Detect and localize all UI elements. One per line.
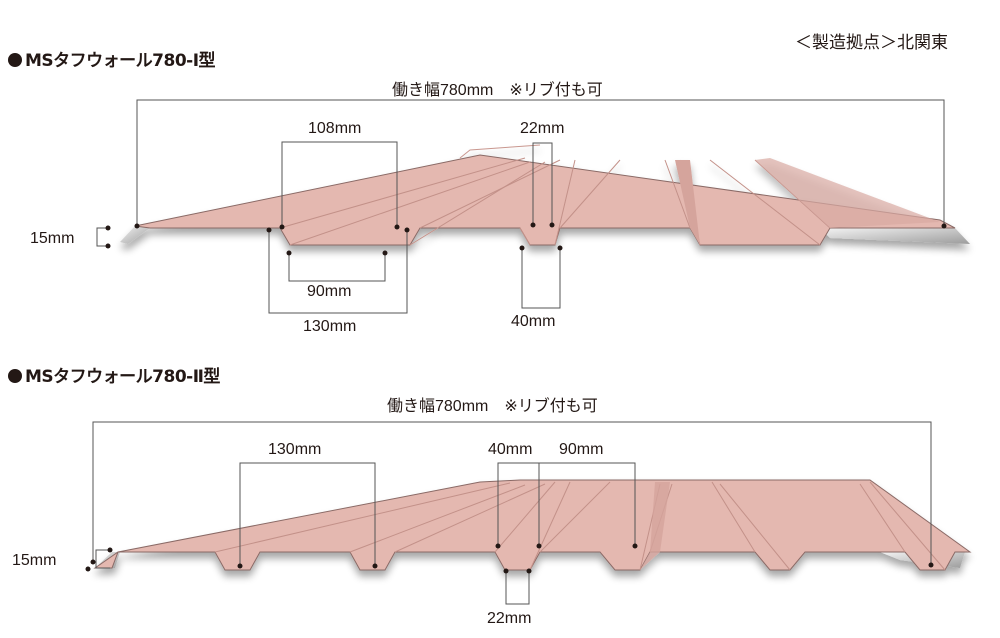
- diagram-2-dimension-points: [85, 543, 934, 574]
- dim-flat-width-90: 90mm: [559, 441, 604, 458]
- diagram-2-working-width: 働き幅780mm ※リブ付も可: [387, 398, 598, 415]
- diagram-2-dimension-lines: [92, 421, 932, 605]
- diagram-1-dimension-lines: [96, 99, 945, 314]
- dim-rib-bottom-90: 90mm: [307, 283, 352, 300]
- diagram-1-title-text: MSタフウォール780-Ⅰ型: [25, 51, 216, 71]
- dim-pitch-130: 130mm: [303, 318, 357, 335]
- bullet-icon: [8, 53, 22, 67]
- diagram-2-title: MSタフウォール780-Ⅱ型: [8, 362, 220, 387]
- dim-pitch-130: 130mm: [268, 441, 322, 458]
- diagram-1-title: MSタフウォール780-Ⅰ型: [8, 46, 216, 71]
- dim-small-rib-bottom-40: 40mm: [511, 313, 556, 330]
- dim-height-15: 15mm: [12, 552, 57, 569]
- diagram-2-title-text: MSタフウォール780-Ⅱ型: [25, 367, 220, 387]
- dim-rib-bottom-22: 22mm: [487, 610, 532, 627]
- dim-small-rib-top-22: 22mm: [520, 120, 565, 137]
- diagram-1-working-width: 働き幅780mm ※リブ付も可: [392, 82, 603, 99]
- dim-height-15: 15mm: [30, 230, 75, 247]
- dim-rib-top-40: 40mm: [488, 441, 533, 458]
- diagram-1-panel: [120, 144, 970, 246]
- dim-rib-top-108: 108mm: [308, 120, 362, 137]
- diagram-1-dimension-points: [105, 222, 947, 256]
- diagram-2-panel: [93, 479, 972, 571]
- bullet-icon: [8, 369, 22, 383]
- manufacturing-site-label: ＜製造拠点＞北関東: [795, 33, 948, 52]
